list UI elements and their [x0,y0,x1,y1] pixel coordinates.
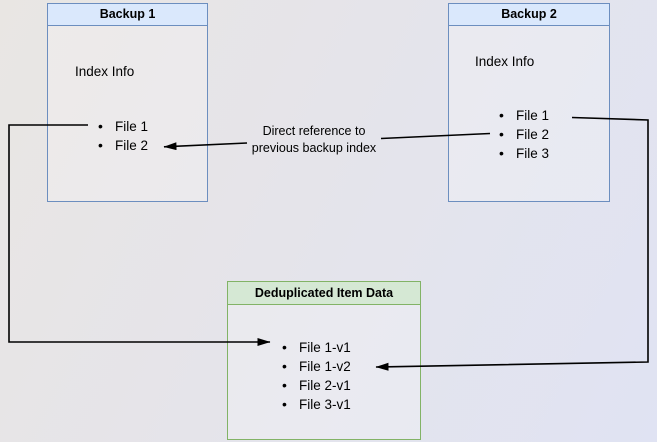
list-item: File 2 [499,125,549,144]
backup2-title: Backup 2 [449,4,609,26]
list-item: File 1 [98,117,148,136]
list-item: File 3-v1 [282,395,351,414]
list-item: File 3 [499,144,549,163]
direct-reference-label: Direct reference to previous backup inde… [251,124,377,155]
dedup-box: Deduplicated Item Data File 1-v1 File 1-… [227,281,421,440]
list-item: File 1-v2 [282,357,351,376]
list-item: File 2 [98,136,148,155]
dedup-file-list: File 1-v1 File 1-v2 File 2-v1 File 3-v1 [282,338,351,414]
dedup-title: Deduplicated Item Data [228,282,420,305]
backup1-title: Backup 1 [48,4,207,26]
backup1-index-info-label: Index Info [75,64,135,79]
list-item: File 1-v1 [282,338,351,357]
backup2-box: Backup 2 Index Info File 1 File 2 File 3 [448,3,610,202]
backup2-file-list: File 1 File 2 File 3 [499,106,549,163]
list-item: File 1 [499,106,549,125]
backup2-index-info-label: Index Info [475,54,535,69]
backup1-box: Backup 1 Index Info File 1 File 2 [47,3,208,202]
list-item: File 2-v1 [282,376,351,395]
backup1-file-list: File 1 File 2 [98,117,148,155]
